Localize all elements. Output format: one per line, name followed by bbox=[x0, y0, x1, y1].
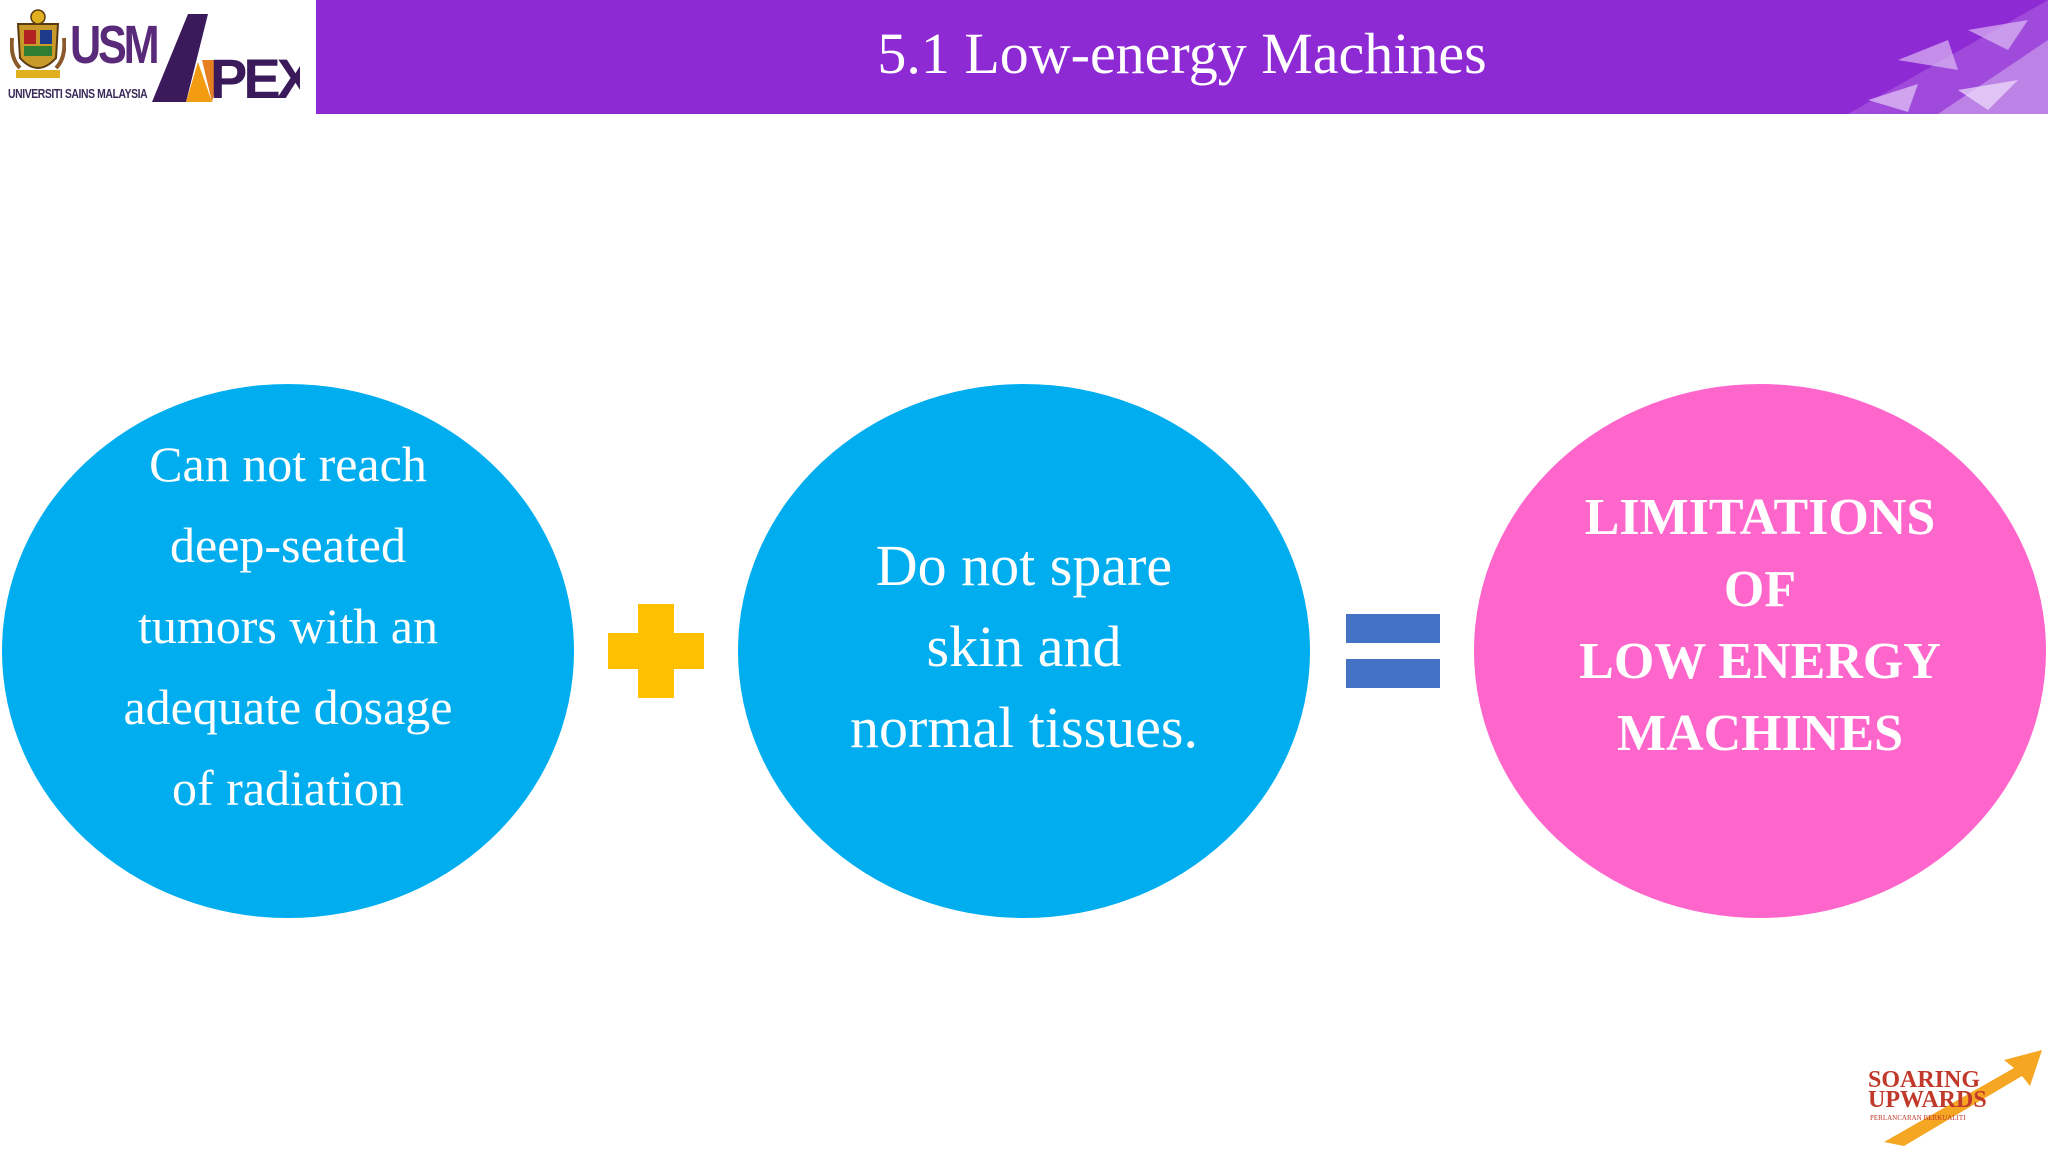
cause-text-depth: Can not reach deep-seated tumors with an… bbox=[123, 435, 453, 816]
logo-area: USM UNIVERSITI SAINS MALAYSIA PEX bbox=[0, 0, 316, 114]
svg-text:PEX: PEX bbox=[210, 47, 300, 105]
equals-icon bbox=[1346, 614, 1440, 688]
soaring-logo-text: SOARING UPWARDS bbox=[1868, 1067, 1987, 1113]
result-text: LIMITATIONS OF LOW ENERGY MACHINES bbox=[1579, 489, 1941, 762]
soaring-upwards-logo: SOARING UPWARDS PERLANCARAN BERKUALITI bbox=[1864, 1046, 2044, 1146]
apex-logo: PEX bbox=[152, 14, 300, 105]
cause-circle-skin: Do not spare skin and normal tissues. bbox=[738, 384, 1310, 918]
cause-circle-depth: Can not reach deep-seated tumors with an… bbox=[2, 384, 574, 918]
soaring-logo-subtext: PERLANCARAN BERKUALITI bbox=[1870, 1114, 1966, 1122]
plus-icon bbox=[608, 604, 704, 698]
usm-crest-icon bbox=[10, 9, 66, 78]
page-title: 5.1 Low-energy Machines bbox=[877, 21, 1487, 86]
header-decoration bbox=[1848, 0, 2048, 114]
usm-subtitle: UNIVERSITI SAINS MALAYSIA bbox=[8, 86, 148, 101]
header-bar: 5.1 Low-energy Machines bbox=[316, 0, 2048, 114]
cause-text-skin: Do not spare skin and normal tissues. bbox=[850, 532, 1198, 760]
usm-logo-text: USM bbox=[70, 15, 160, 75]
result-circle: LIMITATIONS OF LOW ENERGY MACHINES bbox=[1474, 384, 2046, 918]
